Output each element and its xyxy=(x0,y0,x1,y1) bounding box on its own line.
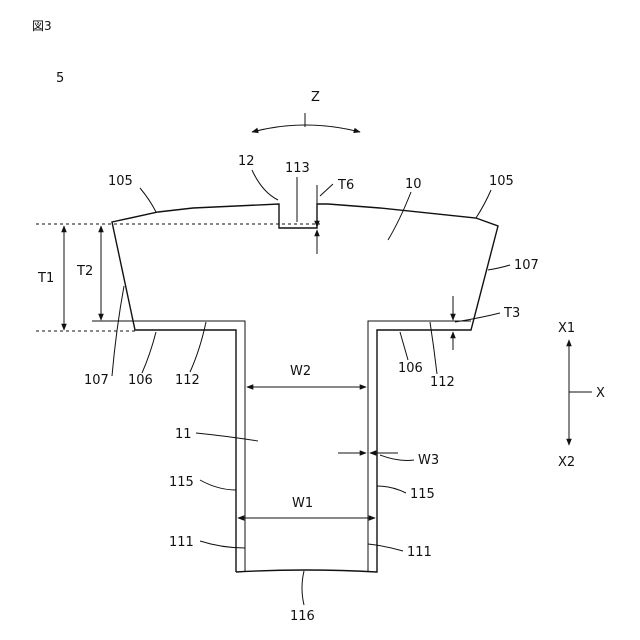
label-106-left: 106 xyxy=(128,373,153,388)
label-107-right: 107 xyxy=(514,258,539,273)
label-112-right: 112 xyxy=(430,375,455,390)
z-arc-arrow xyxy=(252,125,360,132)
label-112-left: 112 xyxy=(175,373,200,388)
dimension-w1: W1 xyxy=(238,496,375,518)
x-direction-indicator: X1 X X2 xyxy=(558,321,605,470)
label-106-right: 106 xyxy=(398,361,423,376)
label-105-left: 105 xyxy=(108,174,133,189)
dimension-t1: T1 xyxy=(37,226,64,330)
dimension-w2: W2 xyxy=(247,364,366,387)
dimension-t6: T6 xyxy=(317,178,354,254)
label-t6: T6 xyxy=(337,178,354,193)
figure-caption: 図3 xyxy=(32,19,52,33)
label-z: Z xyxy=(311,90,320,105)
label-111-left: 111 xyxy=(169,535,194,550)
dimension-w3: W3 xyxy=(338,453,439,468)
label-10: 10 xyxy=(405,177,422,192)
label-w2: W2 xyxy=(290,364,311,379)
label-x1: X1 xyxy=(558,321,575,336)
label-12: 12 xyxy=(238,154,255,169)
inner-layer-right xyxy=(368,321,471,572)
label-113: 113 xyxy=(285,161,310,176)
label-x2: X2 xyxy=(558,455,575,470)
dimension-t2: T2 xyxy=(76,226,136,321)
label-116: 116 xyxy=(290,609,315,624)
label-t2: T2 xyxy=(76,264,93,279)
label-105-right: 105 xyxy=(489,174,514,189)
dimension-t3: T3 xyxy=(453,296,520,350)
part-number: 5 xyxy=(56,71,64,86)
label-11: 11 xyxy=(175,427,192,442)
z-direction-indicator: Z xyxy=(252,90,360,132)
label-111-right: 111 xyxy=(407,545,432,560)
label-t3: T3 xyxy=(503,306,520,321)
label-x: X xyxy=(596,386,605,401)
label-t1: T1 xyxy=(37,271,54,286)
label-115-left: 115 xyxy=(169,475,194,490)
label-w3: W3 xyxy=(418,453,439,468)
label-115-right: 115 xyxy=(410,487,435,502)
label-w1: W1 xyxy=(292,496,313,511)
label-107-left: 107 xyxy=(84,373,109,388)
